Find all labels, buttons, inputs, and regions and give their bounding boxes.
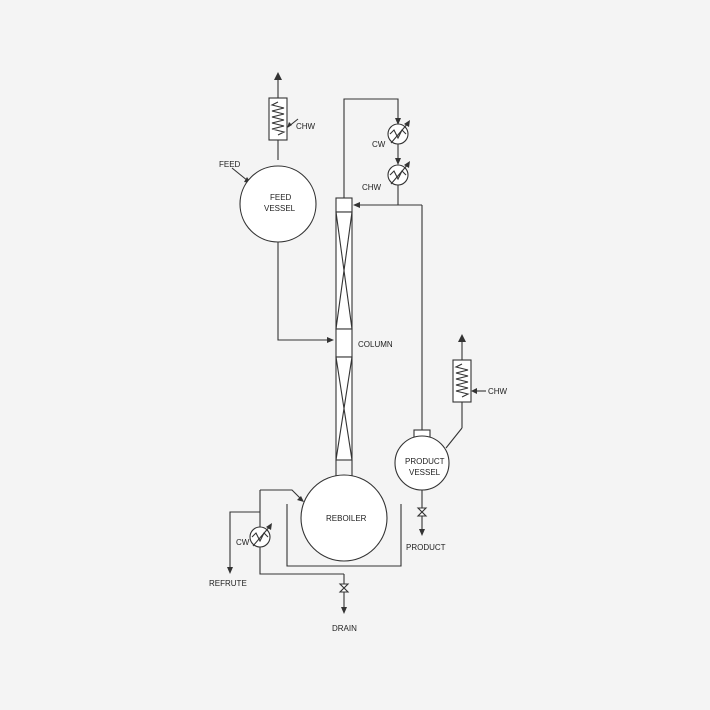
reboiler-label: REBOILER [326,514,367,523]
column-label: COLUMN [358,340,393,349]
product-vessel [394,429,450,491]
chw-label-top: CHW [296,122,316,131]
condenser-cw [387,120,410,145]
cw-label-top: CW [372,140,386,149]
vent-condenser-right [452,334,486,403]
product-vessel-label-1: PRODUCT [405,457,445,466]
circulation-line [259,490,344,575]
refrute-label: REFRUTE [209,579,247,588]
cw-label-bottom: CW [236,538,250,547]
drain-label: DRAIN [332,624,357,633]
refrute-line [229,511,260,570]
product-vessel-label-2: VESSEL [409,468,441,477]
heating-bath [286,504,402,567]
drain-valve [338,583,350,593]
feed-vessel-label-2: VESSEL [264,204,296,213]
column [335,197,353,476]
chw-label-mid: CHW [362,183,382,192]
condenser-chw [387,161,410,186]
feed-label: FEED [219,160,241,169]
overhead-vapour-line [343,98,399,198]
feed-vessel-label-1: FEED [270,193,292,202]
product-label: PRODUCT [406,543,446,552]
reboiler [300,474,388,562]
feed-line [277,242,330,341]
product-valve [416,507,428,517]
feed-arrow [231,167,249,182]
vent-condenser-top [268,72,299,160]
chw-label-right: CHW [488,387,508,396]
cooler-cw [249,523,272,548]
